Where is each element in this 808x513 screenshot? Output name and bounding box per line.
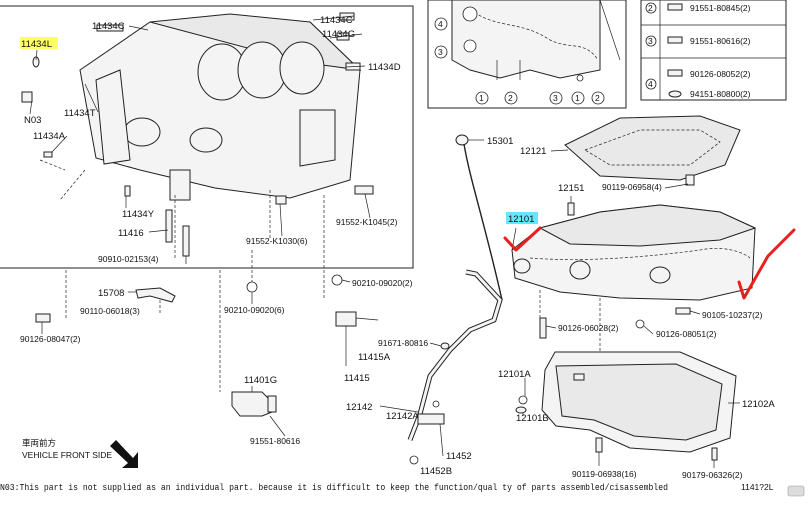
label-90210-09020-2: 90210-09020(2) bbox=[352, 278, 413, 288]
label-12121: 12121 bbox=[520, 146, 546, 157]
lower-left-parts bbox=[35, 195, 450, 437]
label-90119-06958: 90119-06958(4) bbox=[602, 182, 662, 192]
label-15708: 15708 bbox=[98, 288, 124, 299]
part-labels: 11434C 11434C 11434G 11434D 11434L N03 1… bbox=[20, 15, 775, 492]
inset-callout-1b: 1 bbox=[575, 93, 580, 103]
label-11434L: 11434L bbox=[21, 39, 52, 50]
label-11452B: 11452B bbox=[420, 466, 452, 477]
inset-callout-3: 3 bbox=[438, 47, 443, 57]
engine-block bbox=[21, 12, 374, 260]
label-12101B: 12101B bbox=[516, 413, 549, 424]
label-11434G: 11434G bbox=[322, 29, 355, 40]
legend-num-3: 4 bbox=[648, 79, 653, 89]
oil-pan-assembly bbox=[511, 115, 757, 468]
label-91671-80816: 91671-80816 bbox=[378, 338, 428, 348]
label-12101A: 12101A bbox=[498, 369, 531, 380]
label-91552-K1045: 91552-K1045(2) bbox=[336, 217, 398, 227]
legend-part-2: 91551-80616(2) bbox=[690, 36, 751, 46]
inset-callout-3b: 3 bbox=[553, 93, 558, 103]
label-90179-06326: 90179-06326(2) bbox=[682, 470, 743, 480]
label-91551-80616: 91551-80616 bbox=[250, 436, 300, 446]
legend-part-4: 94151-80800(2) bbox=[690, 89, 751, 99]
highlight-12101 bbox=[506, 212, 538, 224]
label-90910-02153: 90910-02153(4) bbox=[98, 254, 159, 264]
label-11434C-top: 11434C bbox=[92, 21, 125, 32]
legend-table: 2 3 4 91551-80845(2) 91551-80616(2) 9012… bbox=[641, 0, 786, 100]
label-90119-06938: 90119-06938(16) bbox=[572, 469, 637, 479]
inset-engine-detail: 4 3 1 2 3 1 2 bbox=[434, 0, 621, 105]
oil-dipstick bbox=[379, 134, 503, 465]
red-checkmark-right bbox=[737, 228, 796, 300]
label-12142A: 12142A bbox=[386, 411, 419, 422]
engine-block-frame bbox=[0, 5, 414, 269]
label-11415: 11415 bbox=[344, 373, 370, 384]
legend-num-1: 2 bbox=[648, 3, 653, 13]
label-N03: N03 bbox=[24, 115, 41, 126]
label-12101: 12101 bbox=[508, 214, 534, 225]
highlight-11434L bbox=[20, 37, 58, 49]
label-90126-06028: 90126-06028(2) bbox=[558, 323, 619, 333]
label-90210-09020-6: 90210-09020(6) bbox=[224, 305, 285, 315]
inset-callout-1a: 1 bbox=[479, 93, 484, 103]
label-90126-08047: 90126-08047(2) bbox=[20, 334, 81, 344]
inset-callout-2a: 2 bbox=[508, 93, 513, 103]
red-checkmark-left bbox=[503, 226, 542, 252]
label-11434A: 11434A bbox=[33, 131, 66, 142]
legend-part-3: 90126-08052(2) bbox=[690, 69, 751, 79]
label-11434T: 11434T bbox=[64, 108, 96, 119]
figure-code: 1141?2L bbox=[741, 482, 774, 492]
label-15301: 15301 bbox=[487, 136, 513, 147]
legend-part-1: 91551-80845(2) bbox=[690, 3, 751, 13]
label-11434C-right: 11434C bbox=[320, 15, 353, 26]
label-front-jp: 車両前方 bbox=[22, 438, 56, 448]
front-arrow-icon bbox=[110, 440, 138, 468]
label-12142: 12142 bbox=[346, 402, 372, 413]
label-11434Y: 11434Y bbox=[122, 209, 155, 220]
label-12151: 12151 bbox=[558, 183, 584, 194]
label-front-en: VEHICLE FRONT SIDE bbox=[22, 450, 112, 460]
label-12102A: 12102A bbox=[742, 399, 775, 410]
inset-callout-4: 4 bbox=[438, 19, 443, 29]
label-11401G: 11401G bbox=[244, 375, 277, 386]
inset-frame bbox=[427, 0, 627, 109]
label-11434D: 11434D bbox=[368, 62, 401, 73]
label-90105-10237: 90105-10237(2) bbox=[702, 310, 763, 320]
legend-num-2: 3 bbox=[648, 36, 653, 46]
inset-callout-2b: 2 bbox=[595, 93, 600, 103]
engine-block-leaders bbox=[29, 15, 371, 264]
label-90110-06018: 90110-06018(3) bbox=[80, 306, 140, 316]
label-11416: 11416 bbox=[118, 228, 144, 239]
label-91552-K1030: 91552-K1030(6) bbox=[246, 236, 308, 246]
label-11415A: 11415A bbox=[358, 352, 391, 363]
footnote-n03: N03:This part is not supplied as an indi… bbox=[0, 483, 668, 493]
legend-frame bbox=[640, 0, 787, 101]
label-11452: 11452 bbox=[446, 451, 472, 462]
scrollbar-thumb[interactable] bbox=[787, 485, 805, 497]
label-90126-08051: 90126-08051(2) bbox=[656, 329, 717, 339]
